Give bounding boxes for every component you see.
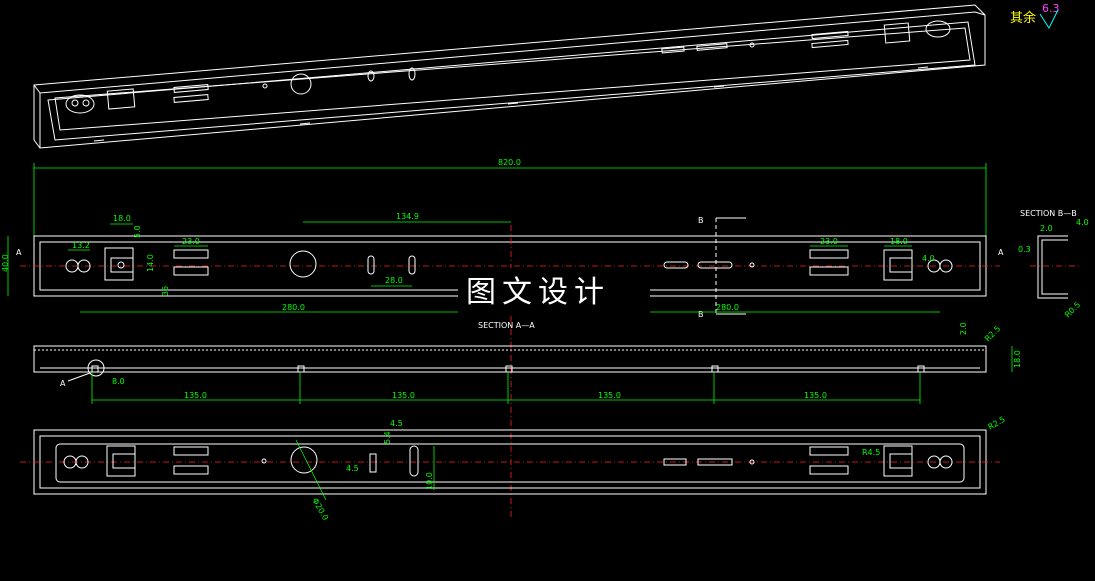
sec-dim-18-0: 18.0 [1013,350,1022,368]
surface-roughness-symbol: 其余 6.3 [1010,2,1060,30]
roughness-value: 6.3 [1042,2,1060,15]
section-a-a-title: SECTION A—A [478,321,535,330]
dim-18-0-right: 18.0 [890,237,908,246]
section-a-right-label: A [998,248,1004,257]
dim-280-0-right: 280.0 [716,303,739,312]
center-hole-icon [289,250,317,278]
section-b-b-title: SECTION B—B [1020,209,1077,218]
dim-40-0: 40.0 [1,254,10,272]
section-b-bottom-label: B [698,310,704,319]
dim-23-0-right: 23.0 [820,237,838,246]
bottom-view: 4.5 4.5 5.4 10.0 Φ20.0 R2.5 R4.5 [20,415,1007,522]
bottom-center-hole-icon [290,446,318,474]
sec-dim-8-0: 8.0 [112,377,125,386]
detail-a-label: A [60,379,66,388]
section-b-top-label: B [698,216,704,225]
dim-overall-length: 820.0 [498,158,521,167]
dim-280-0-left: 280.0 [282,303,305,312]
section-a-left-label: A [16,248,22,257]
dim-35: 35 [161,286,170,296]
watermark-text: 图文设计 [466,275,610,310]
bb-dim-0-3: 0.3 [1018,245,1031,254]
bot-dim-5-4: 5.4 [383,431,392,444]
watermark: 图文设计 [458,268,650,314]
bot-dim-4-5-top: 4.5 [390,419,403,428]
section-a-a-view: SECTION A—A A 8.0 2.0 R2.5 18.0 135.0 13… [33,321,1022,404]
detail-a-circle-icon [87,359,105,377]
pitch-dim-4: 135.0 [804,391,827,400]
isometric-view [33,4,986,149]
dim-28-0: 28.0 [385,276,403,285]
pitch-dim-3: 135.0 [598,391,621,400]
pitch-dim-2: 135.0 [392,391,415,400]
roughness-triangle-icon [1039,9,1059,30]
bot-dim-r4-5: R4.5 [862,448,880,457]
round-hole-icon [290,73,312,95]
dim-13-2: 13.2 [72,241,90,250]
dim-134-9: 134.9 [396,212,419,221]
bb-dim-r: R0.5 [1063,300,1082,319]
bot-dim-10-0: 10.0 [425,472,434,490]
dim-14-0: 14.0 [146,254,155,272]
bb-dim-2-0: 2.0 [1040,224,1053,233]
keyhole-icon-left [65,259,91,273]
dim-23-0-left: 23.0 [182,237,200,246]
dim-18-0-top: 18.0 [113,214,131,223]
pitch-dim-1: 135.0 [184,391,207,400]
sec-dim-2-0: 2.0 [959,322,968,335]
keyhole-slot-icon [65,94,95,114]
dim-5-0: 5.0 [133,225,142,238]
roughness-prefix: 其余 [1010,10,1036,26]
bb-dim-4-0: 4.0 [1076,218,1089,227]
front-view: 820.0 A A B B 134.9 1 [1,158,1004,520]
bot-dim-r2-5: R2.5 [987,415,1007,432]
bot-dim-4-5-left: 4.5 [346,464,359,473]
bot-dim-dia: Φ20.0 [310,497,330,522]
keyhole-icon-right [927,259,953,273]
dim-4-0-right: 4.0 [922,254,935,263]
section-b-b-view: SECTION B—B 2.0 4.0 0.3 R0.5 [1018,209,1089,319]
sec-dim-r2-5: R2.5 [983,324,1002,343]
